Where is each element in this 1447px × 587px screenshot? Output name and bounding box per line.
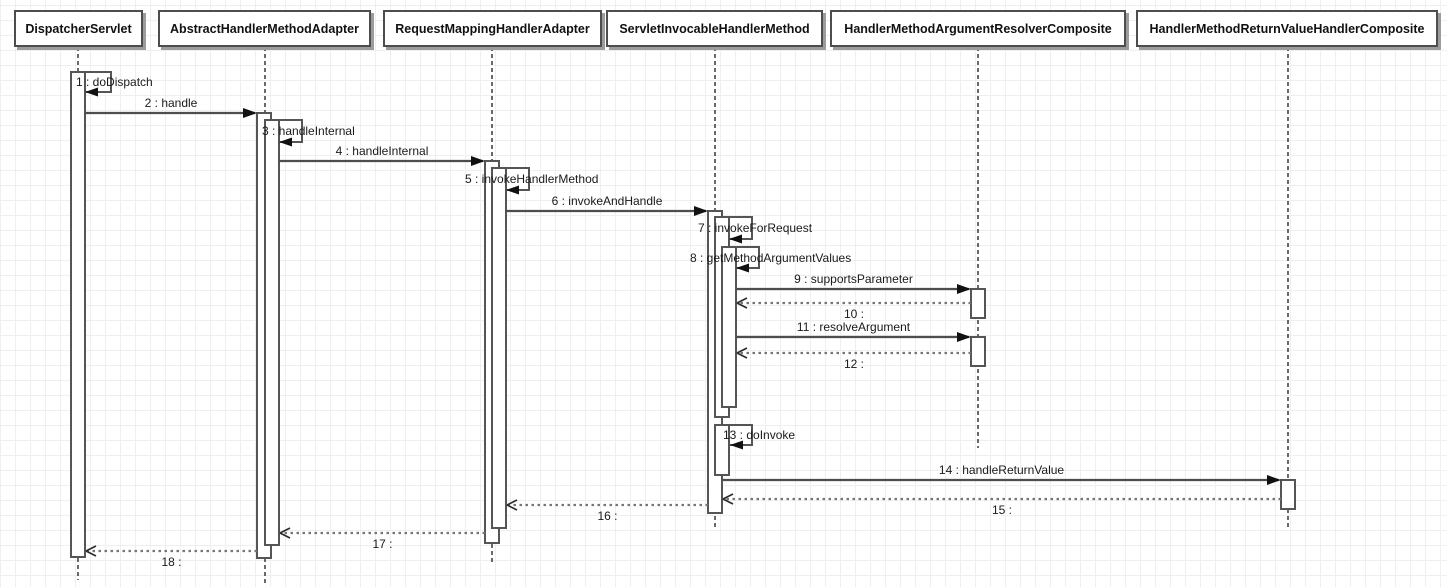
message-label: 4 : handleInternal: [335, 144, 429, 158]
self-message-arrowhead-icon: [279, 137, 292, 147]
message-label: 14 : handleReturnValue: [938, 463, 1065, 477]
activation-bar: [264, 119, 280, 546]
message-label: 18 :: [161, 555, 182, 569]
message-label: 1 : doDispatch: [76, 75, 153, 89]
call-arrowhead-icon: [1267, 475, 1281, 485]
return-arrowhead-icon: [85, 545, 97, 557]
call-arrowhead-icon: [243, 108, 257, 118]
lifeline-header: RequestMappingHandlerAdapter: [383, 10, 602, 47]
message-label: 15 :: [991, 503, 1013, 517]
message-label: 11 : resolveArgument: [796, 320, 911, 334]
call-arrowhead-icon: [471, 156, 485, 166]
message-label: 17 :: [372, 537, 393, 551]
return-arrowhead-icon: [722, 493, 734, 505]
return-arrowhead-icon: [279, 527, 291, 539]
return-arrowhead-icon: [736, 297, 748, 309]
self-message-arrowhead-icon: [85, 87, 98, 97]
message-label: 12 :: [843, 357, 865, 371]
message-label: 13 : doInvoke: [723, 428, 796, 442]
return-arrowhead-icon: [736, 347, 748, 359]
self-message-arrowhead-icon: [730, 440, 743, 450]
message-label: 9 : supportsParameter: [794, 272, 913, 286]
call-arrowhead-icon: [957, 284, 971, 294]
lifeline-header: DispatcherServlet: [14, 10, 143, 47]
self-message-arrowhead-icon: [729, 234, 742, 244]
message-label: 16 :: [597, 509, 618, 523]
self-message-arrowhead-icon: [506, 185, 519, 195]
activation-bar: [491, 167, 507, 529]
lifeline-header: HandlerMethodArgumentResolverComposite: [830, 10, 1126, 47]
return-arrowhead-icon: [506, 499, 518, 511]
message-label: 5 : invokeHandlerMethod: [465, 172, 599, 186]
activation-bar: [714, 424, 730, 476]
call-arrowhead-icon: [957, 332, 971, 342]
message-label: 2 : handle: [144, 96, 198, 110]
lifeline-header: ServletInvocableHandlerMethod: [606, 10, 823, 47]
lifeline-header: AbstractHandlerMethodAdapter: [158, 10, 371, 47]
call-arrowhead-icon: [694, 206, 708, 216]
activation-bar: [970, 336, 986, 367]
lifeline-header: HandlerMethodReturnValueHandlerComposite: [1136, 10, 1438, 47]
message-label: 7 : invokeForRequest: [698, 221, 813, 235]
message-label: 6 : invokeAndHandle: [551, 194, 663, 208]
message-label: 10 :: [843, 307, 865, 321]
self-message-arrowhead-icon: [736, 263, 749, 273]
message-label: 8 : getMethodArgumentValues: [690, 250, 852, 265]
activation-bar: [970, 288, 986, 319]
activation-bar: [721, 246, 737, 408]
message-label: 3 : handleInternal: [262, 124, 355, 138]
activation-bar: [70, 71, 86, 558]
activation-bar: [1280, 479, 1296, 510]
